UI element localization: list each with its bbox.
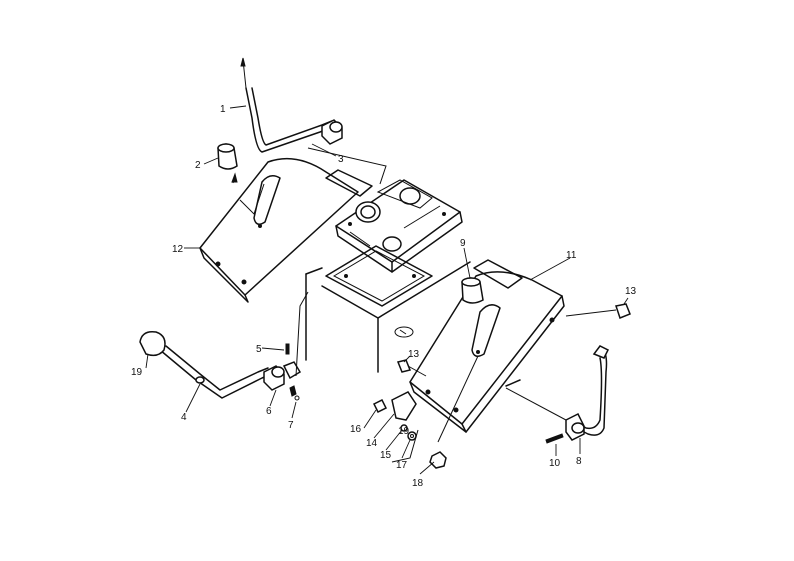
callout-19b: 19 <box>398 426 410 437</box>
shift-lever-lower-left <box>139 330 302 399</box>
callout-8: 8 <box>576 456 582 467</box>
switch-14 <box>391 391 417 421</box>
callout-10: 10 <box>549 458 561 469</box>
callout-1: 1 <box>220 104 226 115</box>
bolt-13-center <box>396 359 427 377</box>
callout-11: 11 <box>566 250 577 261</box>
pin-5 <box>285 343 290 355</box>
leader-lines <box>145 105 629 475</box>
knob-right <box>461 277 484 304</box>
gate-plate-left <box>199 157 373 303</box>
gate-plate-right <box>409 259 565 433</box>
shift-lever-upper <box>240 57 343 153</box>
callout-labels: 1 2 3 4 5 6 7 8 9 10 11 12 13 13 14 15 1… <box>131 104 637 489</box>
callout-17: 17 <box>396 460 408 471</box>
callout-6: 6 <box>266 406 272 417</box>
callout-12: 12 <box>172 244 184 255</box>
callout-4: 4 <box>181 412 187 423</box>
callout-16: 16 <box>350 424 362 435</box>
callout-3: 3 <box>338 154 344 165</box>
assembly-lines <box>295 147 567 463</box>
screw-16 <box>372 398 388 414</box>
shift-lever-lower-right <box>565 345 610 441</box>
callout-13-center: 13 <box>408 349 420 360</box>
callout-14: 14 <box>366 438 378 449</box>
callout-5: 5 <box>256 344 262 355</box>
callout-15: 15 <box>380 450 392 461</box>
callout-18: 18 <box>412 478 424 489</box>
housing <box>305 261 521 387</box>
valve-body <box>335 179 463 273</box>
callout-2: 2 <box>195 160 201 171</box>
knob-left <box>217 143 238 184</box>
callout-7: 7 <box>288 420 294 431</box>
callout-9: 9 <box>460 238 466 249</box>
bolt-13-right <box>565 303 631 319</box>
clip-7 <box>289 385 300 401</box>
callout-19: 19 <box>131 367 143 378</box>
callout-13-right: 13 <box>625 286 637 297</box>
gasket <box>325 245 433 307</box>
pin-10 <box>545 433 564 444</box>
nut-18 <box>429 451 447 469</box>
